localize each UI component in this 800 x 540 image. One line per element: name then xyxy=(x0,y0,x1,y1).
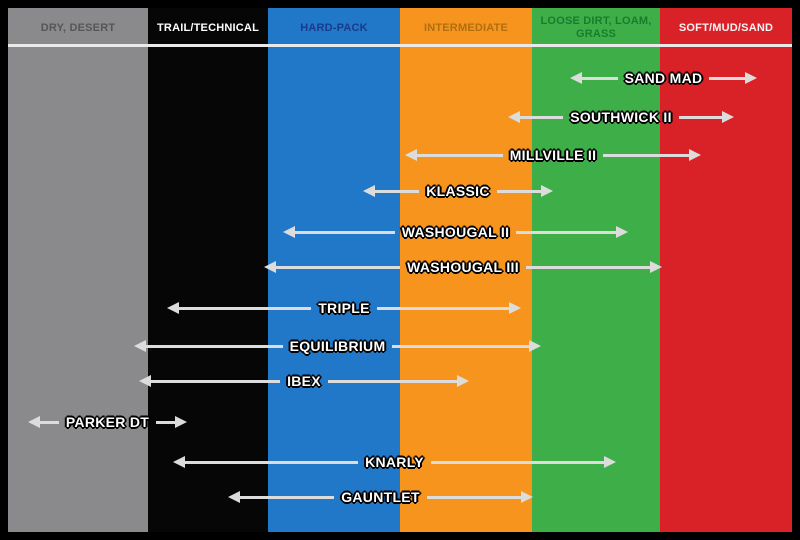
arrow-line xyxy=(376,306,509,310)
arrow-left-icon xyxy=(283,226,295,238)
arrow-left-icon xyxy=(228,491,240,503)
arrow-right-icon xyxy=(509,302,521,314)
arrow-right-icon xyxy=(745,72,757,84)
arrow-line xyxy=(146,344,283,348)
tire-name: PARKER DT xyxy=(65,414,150,430)
arrow-left-icon xyxy=(570,72,582,84)
tire-range-row: MILLVILLE II xyxy=(405,143,701,167)
terrain-columns: DRY, DESERT TRAIL/TECHNICAL HARD-PACK INTER… xyxy=(8,8,792,532)
terrain-column: DRY, DESERT xyxy=(8,8,148,532)
arrow-line xyxy=(185,460,359,464)
arrow-line xyxy=(516,230,617,234)
arrow-right-icon xyxy=(529,340,542,352)
arrow-line xyxy=(392,344,530,348)
terrain-column-header: LOOSE DIRT, LOAM, GRASS xyxy=(540,15,652,40)
terrain-column: INTERMEDIATE xyxy=(400,8,532,532)
tire-name: SOUTHWICK II xyxy=(570,109,672,125)
tire-name: TRIPLE xyxy=(318,300,370,316)
tire-name: WASHOUGAL II xyxy=(401,224,510,240)
arrow-line xyxy=(496,189,541,193)
arrow-right-icon xyxy=(722,111,734,123)
arrow-line xyxy=(240,495,335,499)
arrow-right-icon xyxy=(689,149,701,161)
arrow-line xyxy=(156,420,175,424)
terrain-column-header: TRAIL/TECHNICAL xyxy=(157,21,259,34)
arrow-left-icon xyxy=(134,340,146,352)
tire-range-row: IBEX xyxy=(139,369,470,393)
tire-range-row: PARKER DT xyxy=(28,410,187,434)
arrow-left-icon xyxy=(139,375,151,387)
tire-name: MILLVILLE II xyxy=(509,147,597,163)
terrain-column: TRAIL/TECHNICAL xyxy=(148,8,268,532)
tire-range-row: WASHOUGAL II xyxy=(283,220,629,244)
terrain-column-header: INTERMEDIATE xyxy=(423,21,509,34)
arrow-line xyxy=(426,495,521,499)
tire-name: WASHOUGAL III xyxy=(407,259,519,275)
tire-name: GAUNTLET xyxy=(341,489,420,505)
arrow-left-icon xyxy=(363,185,375,197)
arrow-left-icon xyxy=(167,302,179,314)
tire-name: IBEX xyxy=(287,373,321,389)
arrow-line xyxy=(327,379,458,383)
tire-range-row: GAUNTLET xyxy=(228,485,533,509)
arrow-right-icon xyxy=(175,416,187,428)
tire-range-row: WASHOUGAL III xyxy=(264,255,663,279)
arrow-line xyxy=(151,379,281,383)
tire-name: KLASSIC xyxy=(426,183,490,199)
arrow-line xyxy=(295,230,395,234)
arrow-line xyxy=(430,460,605,464)
arrow-left-icon xyxy=(28,416,40,428)
arrow-line xyxy=(179,306,312,310)
tire-range-row: EQUILIBRIUM xyxy=(134,334,542,358)
arrow-left-icon xyxy=(173,456,185,468)
terrain-column: SOFT/MUD/SAND xyxy=(660,8,792,532)
terrain-column: LOOSE DIRT, LOAM, GRASS xyxy=(532,8,660,532)
terrain-column-header: HARD-PACK xyxy=(300,21,368,34)
arrow-line xyxy=(40,420,59,424)
tire-name: KNARLY xyxy=(365,454,424,470)
arrow-right-icon xyxy=(541,185,553,197)
tire-name: SAND MAD xyxy=(624,70,703,86)
arrow-left-icon xyxy=(508,111,520,123)
arrow-line xyxy=(709,76,745,80)
arrow-right-icon xyxy=(521,491,533,503)
arrow-right-icon xyxy=(616,226,629,238)
arrow-line xyxy=(520,115,564,119)
arrow-left-icon xyxy=(405,149,417,161)
arrow-right-icon xyxy=(650,261,663,273)
arrow-line xyxy=(678,115,722,119)
tire-range-row: SAND MAD xyxy=(570,66,757,90)
terrain-column-header: SOFT/MUD/SAND xyxy=(678,21,774,34)
tire-name: EQUILIBRIUM xyxy=(289,338,386,354)
terrain-column: HARD-PACK xyxy=(268,8,400,532)
tire-range-row: KNARLY xyxy=(173,450,617,474)
arrow-right-icon xyxy=(457,375,470,387)
arrow-right-icon xyxy=(604,456,617,468)
tire-range-row: TRIPLE xyxy=(167,296,521,320)
tire-range-row: KLASSIC xyxy=(363,179,553,203)
header-divider xyxy=(8,44,792,47)
arrow-line xyxy=(375,189,420,193)
arrow-line xyxy=(525,265,651,269)
arrow-line xyxy=(417,153,503,157)
terrain-column-header: DRY, DESERT xyxy=(40,21,116,34)
arrow-line xyxy=(603,153,689,157)
tire-range-row: SOUTHWICK II xyxy=(508,105,734,129)
arrow-line xyxy=(276,265,401,269)
arrow-left-icon xyxy=(264,261,276,273)
arrow-line xyxy=(582,76,618,80)
